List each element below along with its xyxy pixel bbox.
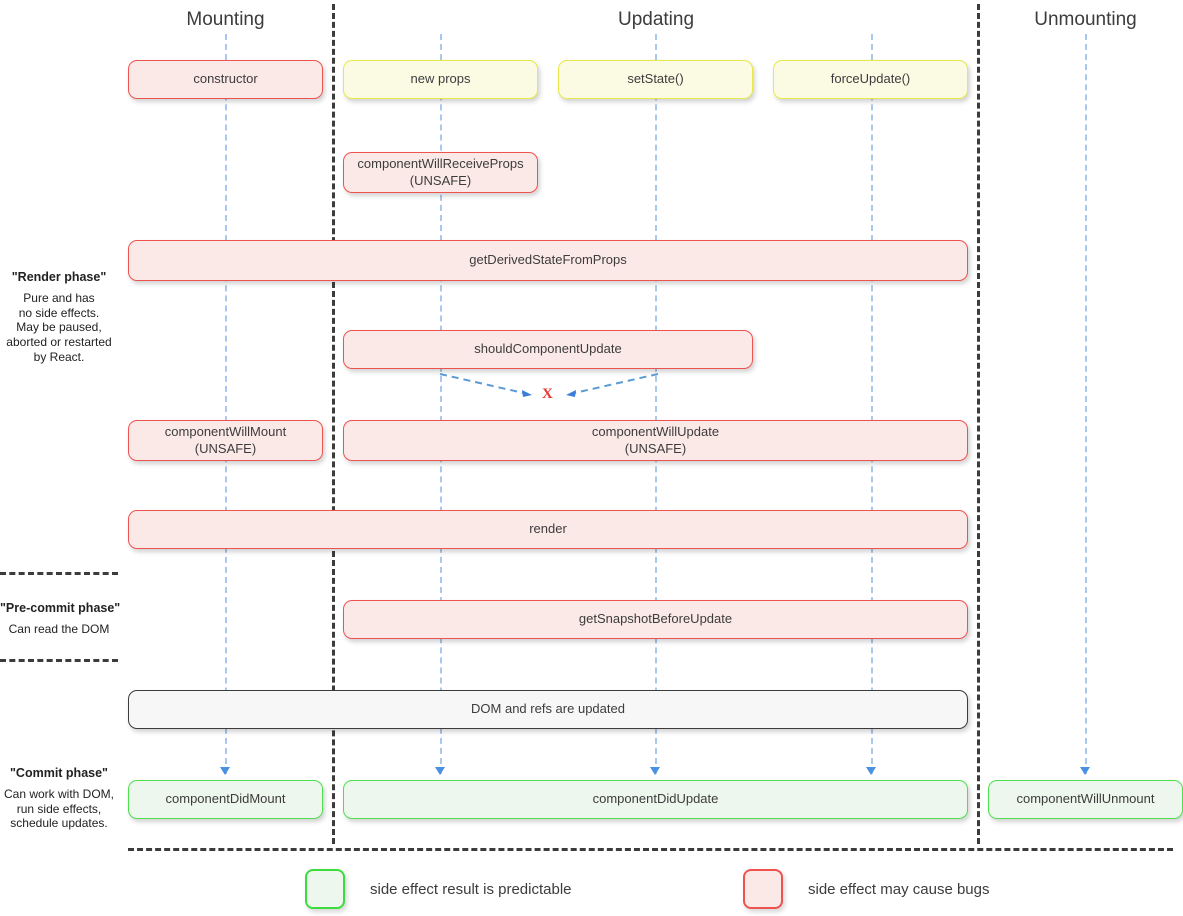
phase-desc-commit: Can work with DOM, run side effects, sch…	[3, 787, 115, 831]
lifecycle-box-dom-and-refs-updated[interactable]: DOM and refs are updated	[128, 690, 968, 729]
lifeline-unmounting	[1085, 34, 1087, 774]
cwrp-line-2: (UNSAFE)	[409, 172, 472, 188]
skip-arrow-left-path	[439, 373, 529, 395]
phase-separator-render-precommit	[0, 572, 118, 575]
cwrp-line-1: componentWillReceiveProps	[357, 156, 524, 172]
lifecycle-box-new-props[interactable]: new props	[343, 60, 538, 99]
phase-desc-pre-commit: Can read the DOM	[8, 622, 110, 636]
lifecycle-box-should-component-update[interactable]: shouldComponentUpdate	[343, 330, 753, 369]
legend-swatch-predictable	[305, 869, 345, 909]
lifecycle-box-component-will-mount[interactable]: componentWillMount (UNSAFE)	[128, 420, 323, 461]
lifeline-set-state	[655, 34, 657, 774]
lifecycle-box-set-state[interactable]: setState()	[558, 60, 753, 99]
lifecycle-box-render[interactable]: render	[128, 510, 968, 549]
should-component-update-skip-arrows	[439, 373, 659, 397]
phase-label-commit: "Commit phase" Can work with DOM, run si…	[0, 766, 118, 831]
phase-title-commit: "Commit phase"	[10, 766, 108, 780]
lifeline-arrow-new-props	[435, 767, 445, 775]
column-separator-right	[977, 4, 980, 844]
phase-separator-legend	[128, 848, 1173, 851]
column-separator-left	[332, 4, 335, 844]
legend-swatch-bugs	[743, 869, 783, 909]
skip-x-marker: X	[542, 386, 553, 402]
lifecycle-box-get-snapshot-before-update[interactable]: getSnapshotBeforeUpdate	[343, 600, 968, 639]
cwm-line-1: componentWillMount	[164, 424, 287, 440]
lifeline-arrow-unmounting	[1080, 767, 1090, 775]
lifeline-arrow-force-update	[866, 767, 876, 775]
skip-arrow-left-head	[522, 390, 532, 397]
lifecycle-box-get-derived-state-from-props[interactable]: getDerivedStateFromProps	[128, 240, 968, 281]
skip-arrow-right-head	[566, 390, 576, 397]
lifecycle-box-component-will-unmount[interactable]: componentWillUnmount	[988, 780, 1183, 819]
skip-arrow-right-path	[569, 373, 659, 395]
phase-title-render: "Render phase"	[11, 270, 107, 284]
lifecycle-box-force-update[interactable]: forceUpdate()	[773, 60, 968, 99]
lifeline-force-update	[871, 34, 873, 774]
lifeline-arrow-set-state	[650, 767, 660, 775]
cwu-line-2: (UNSAFE)	[624, 440, 687, 456]
phase-label-render: "Render phase" Pure and has no side effe…	[0, 270, 118, 364]
lifeline-new-props	[440, 34, 442, 774]
column-header-mounting: Mounting	[186, 9, 265, 30]
phase-label-pre-commit: "Pre-commit phase" Can read the DOM	[0, 601, 121, 637]
phase-title-pre-commit: "Pre-commit phase"	[0, 601, 121, 615]
phase-separator-precommit-commit	[0, 659, 118, 662]
legend-label-predictable: side effect result is predictable	[370, 881, 572, 898]
legend-label-bugs: side effect may cause bugs	[808, 881, 990, 898]
lifeline-mounting	[225, 34, 227, 774]
phase-desc-render: Pure and has no side effects. May be pau…	[6, 291, 112, 364]
lifecycle-box-constructor[interactable]: constructor	[128, 60, 323, 99]
lifecycle-box-component-will-receive-props[interactable]: componentWillReceiveProps (UNSAFE)	[343, 152, 538, 193]
lifeline-arrow-mounting	[220, 767, 230, 775]
column-header-unmounting: Unmounting	[1034, 9, 1137, 30]
cwu-line-1: componentWillUpdate	[591, 424, 720, 440]
lifecycle-box-component-did-mount[interactable]: componentDidMount	[128, 780, 323, 819]
column-header-updating: Updating	[617, 9, 695, 30]
lifecycle-box-component-did-update[interactable]: componentDidUpdate	[343, 780, 968, 819]
cwm-line-2: (UNSAFE)	[194, 440, 257, 456]
lifecycle-box-component-will-update[interactable]: componentWillUpdate (UNSAFE)	[343, 420, 968, 461]
